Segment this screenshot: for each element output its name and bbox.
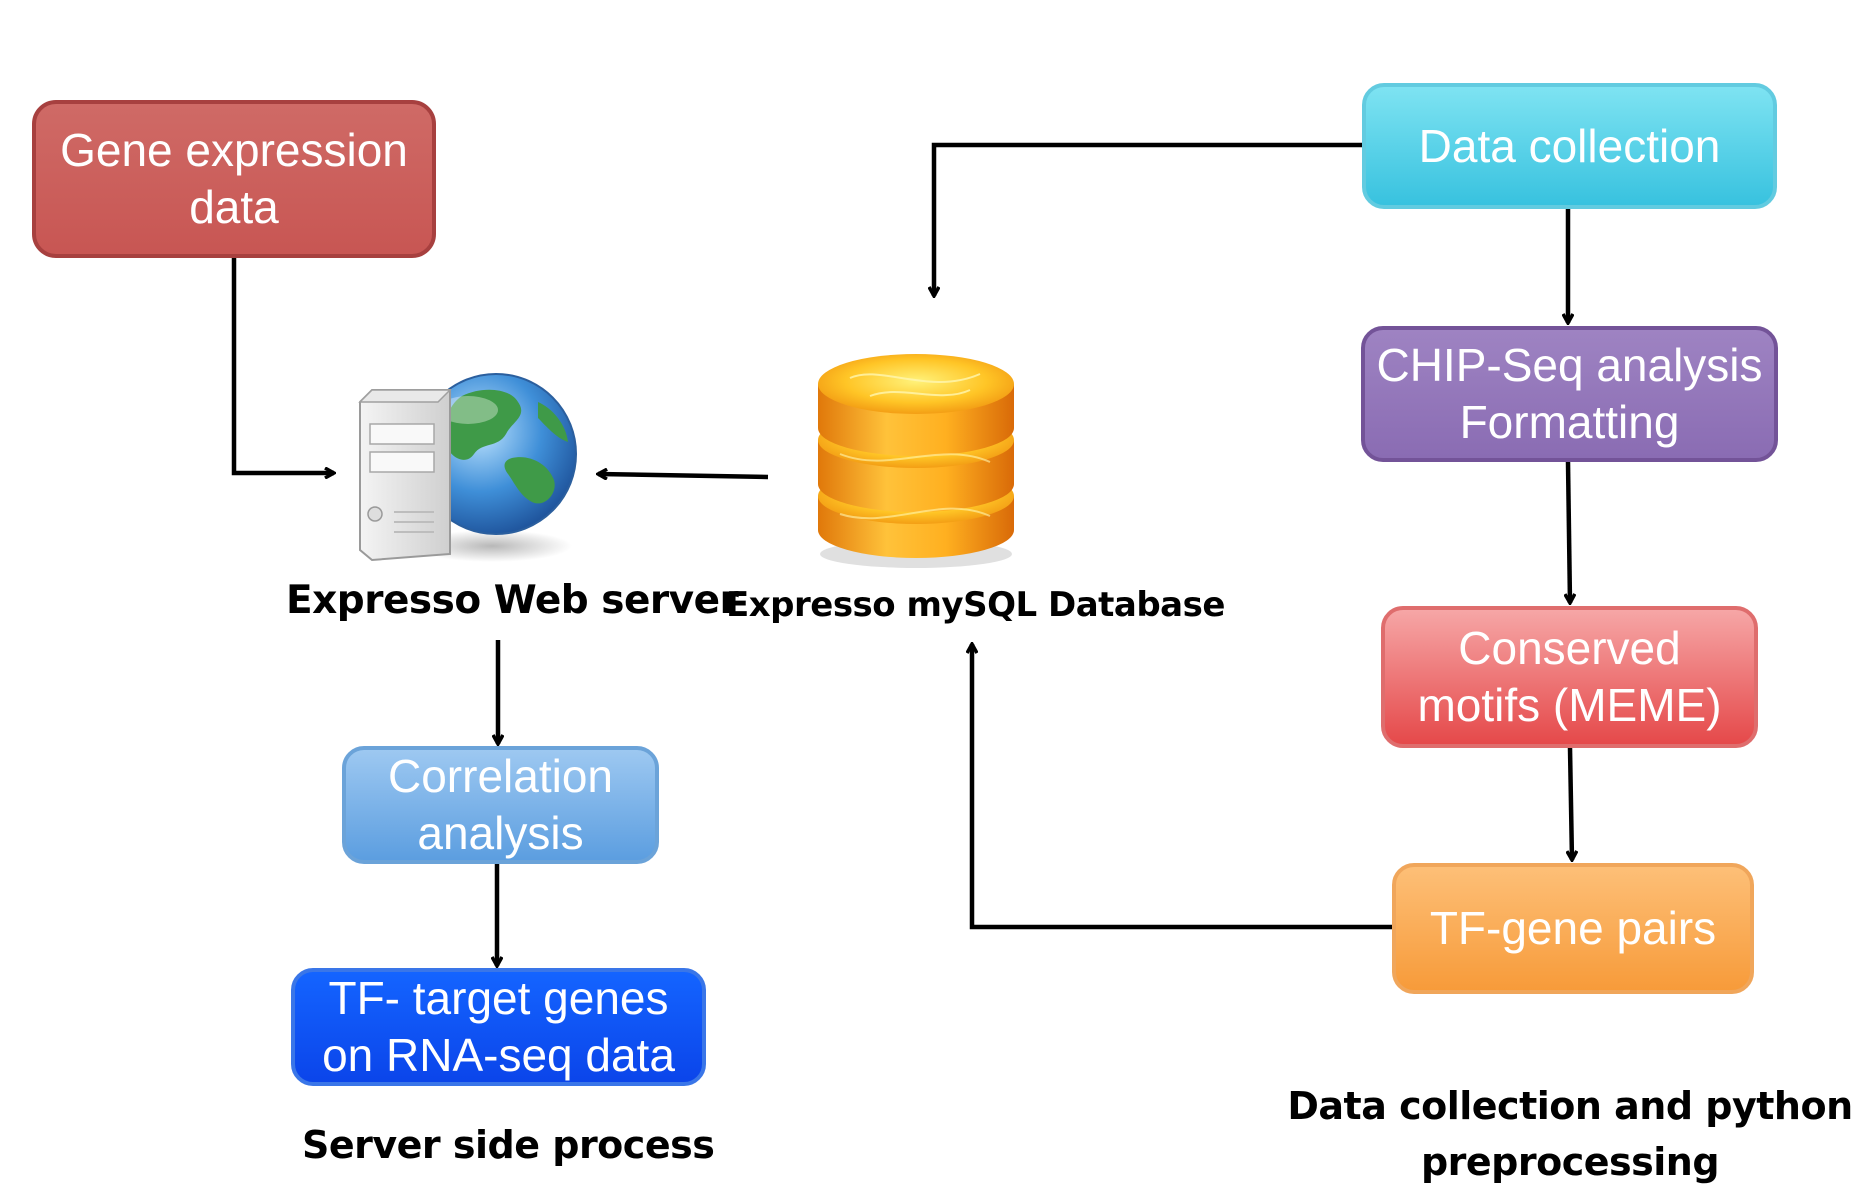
preprocessing-label: Data collection and python preprocessing xyxy=(1287,1084,1853,1184)
server-globe-icon xyxy=(358,373,577,562)
edge-motifs-to-pairs xyxy=(1570,747,1572,860)
edge-gene-to-webserver xyxy=(231,258,334,473)
edge-database-to-webserver xyxy=(598,474,769,477)
conserved-motifs-label: Conserved motifs (MEME) xyxy=(1417,622,1722,731)
tf-target-genes-label: TF- target genes on RNA-seq data xyxy=(322,972,675,1081)
chipseq-analysis-label: CHIP-Seq analysis Formatting xyxy=(1376,339,1763,448)
edge-chipseq-to-motifs xyxy=(1568,461,1570,603)
edge-pairs-to-database xyxy=(972,644,1392,930)
database-cylinder-icon xyxy=(818,354,1014,568)
server-side-label: Server side process xyxy=(302,1123,715,1167)
tf-target-genes-box: TF- target genes on RNA-seq data xyxy=(291,968,706,1086)
chipseq-analysis-box: CHIP-Seq analysis Formatting xyxy=(1361,326,1778,462)
gene-expression-label: Gene expression data xyxy=(60,124,408,233)
database-label: Expresso mySQL Database xyxy=(726,585,1225,625)
gene-expression-box: Gene expression data xyxy=(32,100,436,258)
conserved-motifs-box: Conserved motifs (MEME) xyxy=(1381,606,1758,748)
correlation-analysis-box: Correlation analysis xyxy=(342,746,659,864)
tf-gene-pairs-box: TF-gene pairs xyxy=(1392,863,1754,994)
correlation-analysis-label: Correlation analysis xyxy=(388,750,613,859)
web-server-label: Expresso Web server xyxy=(286,578,739,623)
tf-gene-pairs-label: TF-gene pairs xyxy=(1429,902,1717,954)
data-collection-box: Data collection xyxy=(1362,83,1777,209)
data-collection-label: Data collection xyxy=(1418,119,1721,172)
edge-datacollection-to-database xyxy=(934,142,1362,296)
